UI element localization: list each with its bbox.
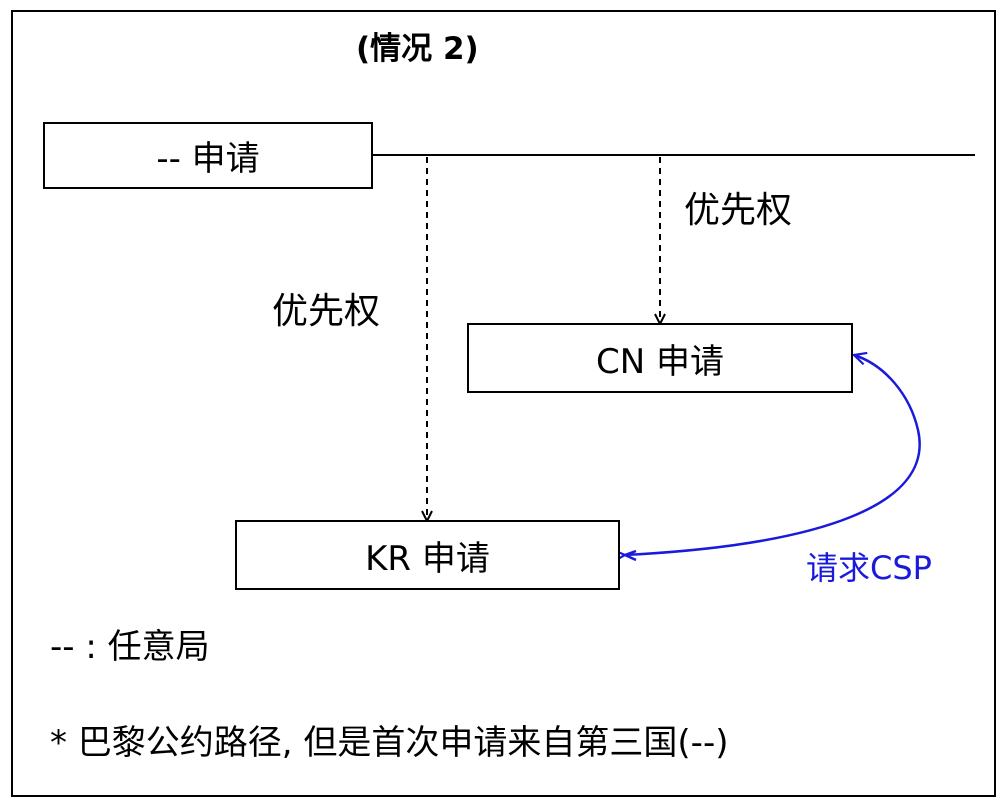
origin-application-box: -- 申请 <box>43 122 373 189</box>
diagram-frame <box>11 10 996 797</box>
origin-application-label: -- 申请 <box>156 139 260 179</box>
legend-text: -- : 任意局 <box>50 627 210 667</box>
kr-application-box: KR 申请 <box>235 520 620 590</box>
priority-label-kr: 优先权 <box>272 291 381 332</box>
cn-application-box: CN 申请 <box>467 323 853 393</box>
priority-label-cn: 优先权 <box>684 190 793 231</box>
csp-request-arrow <box>625 355 921 555</box>
diagram-title: (情况 2) <box>356 31 479 67</box>
kr-application-label: KR 申请 <box>365 538 490 579</box>
cn-application-label: CN 申请 <box>596 341 724 382</box>
footnote-text: * 巴黎公约路径, 但是首次申请来自第三国(--) <box>50 723 729 763</box>
csp-request-label: 请求CSP <box>806 549 932 587</box>
